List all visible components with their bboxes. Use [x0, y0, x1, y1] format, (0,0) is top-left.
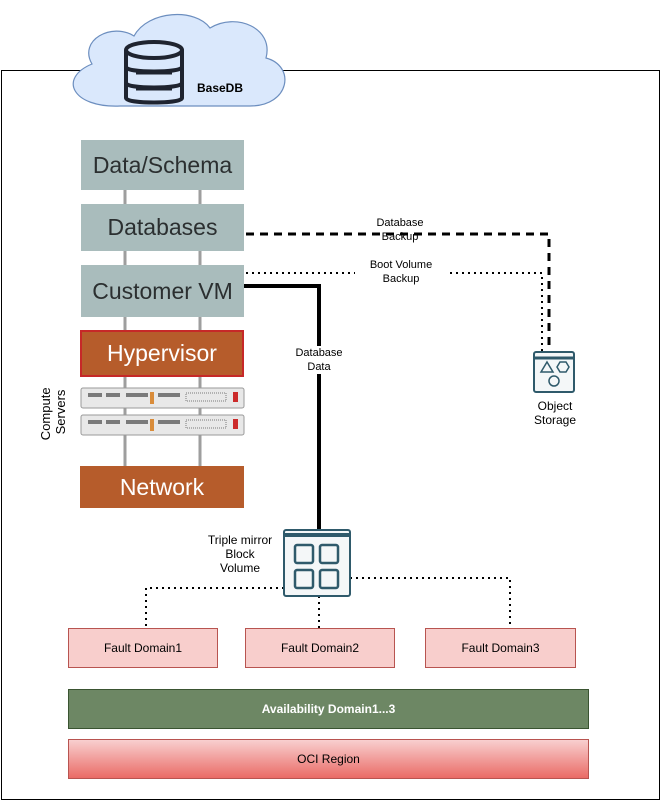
database-backup-line [246, 232, 551, 352]
block-volume-label: Triple mirror Block Volume [207, 533, 273, 575]
compute-servers-label: Compute Servers [38, 384, 68, 440]
fault-domain3-line [350, 577, 511, 628]
boot-volume-backup-label: Boot Volume Backup [355, 258, 447, 286]
region-frame [1, 70, 660, 800]
cloud-label: BaseDB [196, 81, 244, 95]
databases-layer: Databases [81, 204, 244, 251]
data-schema-layer: Data/Schema [81, 140, 244, 190]
object-storage-icon [533, 351, 575, 393]
database-icon [124, 40, 184, 105]
fault-domain1-line [145, 587, 284, 628]
network-layer: Network [80, 466, 244, 508]
database-data-label: Database Data [283, 346, 355, 374]
server-unit-1 [80, 387, 245, 409]
server-unit-2 [80, 414, 245, 436]
customer-vm-layer: Customer VM [81, 265, 244, 317]
fault-domain-1: Fault Domain1 [68, 628, 218, 668]
fault-domain-2: Fault Domain2 [245, 628, 395, 668]
block-volume-icon [283, 529, 351, 597]
database-icon-stripes [136, 71, 172, 91]
availability-domain: Availability Domain1...3 [68, 689, 589, 729]
database-backup-label: Database Backup [376, 217, 424, 243]
cloud-shape [72, 13, 286, 107]
object-storage-label: Object Storage [533, 399, 577, 427]
hypervisor-layer: Hypervisor [80, 330, 244, 377]
oci-region: OCI Region [68, 739, 589, 779]
fault-domain-3: Fault Domain3 [425, 628, 576, 668]
boot-volume-backup-line [246, 272, 543, 352]
database-data-line [244, 284, 321, 530]
